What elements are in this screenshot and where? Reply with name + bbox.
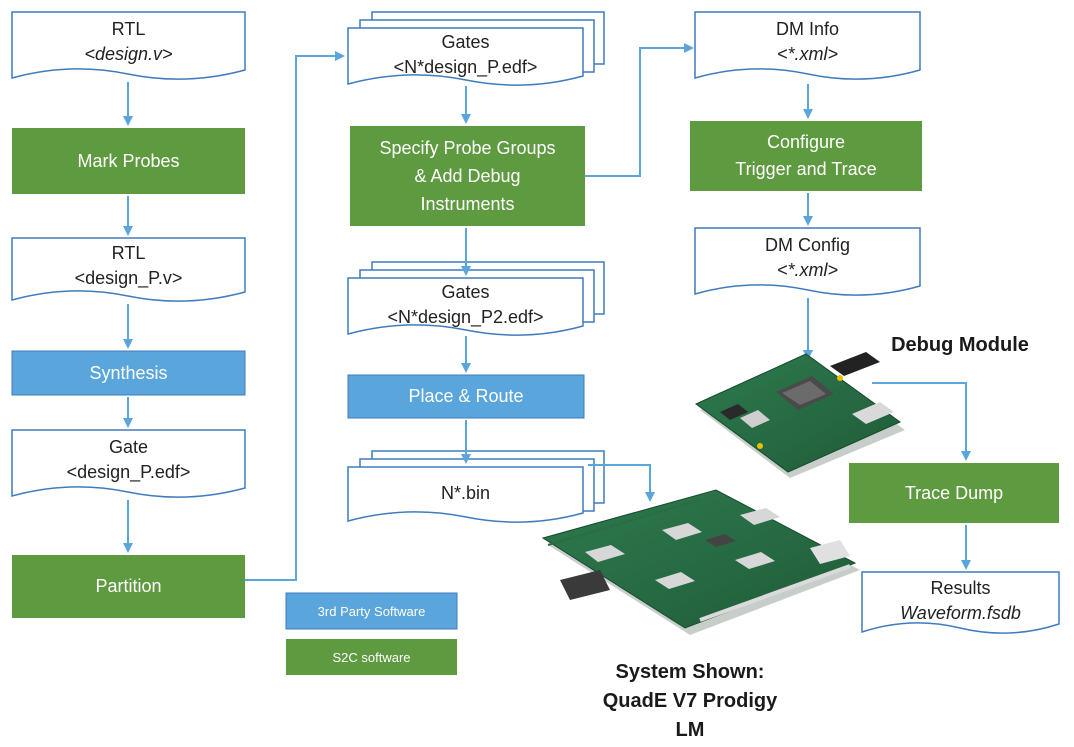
bin-doc-text: N*.bin — [440, 482, 491, 503]
right-arrows — [803, 84, 971, 570]
legend-third-party-label: 3rd Party Software — [286, 593, 457, 629]
synthesis-label: Synthesis — [12, 351, 245, 395]
partition-label: Partition — [12, 555, 245, 618]
configure-label: Configure Trigger and Trace — [690, 121, 922, 191]
dm-info-doc-line2: <*.xml> — [776, 44, 839, 64]
left-arrows — [123, 51, 345, 581]
dm-config-doc-line1: DM Config — [764, 235, 851, 255]
gates-p2-doc-label: Gates <N*design_P2.edf> — [348, 280, 583, 330]
dm-info-doc-label: DM Info <*.xml> — [695, 12, 920, 72]
specify-probe-line3: Instruments — [420, 194, 515, 214]
gates-p2-doc-stack — [347, 261, 605, 336]
mark-probes-box — [12, 128, 245, 194]
debug-module-title-text: Debug Module — [891, 333, 1029, 356]
gates-p2-doc-line1: Gates — [441, 282, 490, 302]
system-shown-caption: System Shown: QuadE V7 Prodigy LM — [560, 656, 820, 746]
trace-dump-text: Trace Dump — [904, 482, 1004, 503]
specify-probe-line1: Specify Probe Groups — [379, 138, 556, 158]
partition-text: Partition — [95, 576, 162, 596]
gate-doc-line2: <design_P.edf> — [66, 462, 191, 482]
dm-config-doc-shape — [694, 227, 921, 296]
debug-module-title: Debug Module — [860, 330, 1060, 360]
rtl-doc-line1: RTL — [111, 19, 146, 39]
legend-s2c-swatch — [286, 639, 457, 675]
rtl-p-doc-label: RTL <design_P.v> — [12, 238, 245, 294]
gates-doc-line2: <N*design_P.edf> — [393, 57, 538, 77]
rtl-doc-line2: <design.v> — [84, 44, 173, 64]
gates-p2-doc-line2: <N*design_P2.edf> — [387, 307, 544, 327]
bin-doc-stack — [347, 450, 605, 523]
debug-module-board-image — [695, 352, 905, 478]
partition-box — [12, 555, 245, 618]
gates-doc-label: Gates <N*design_P.edf> — [348, 30, 583, 80]
configure-line2: Trigger and Trace — [735, 159, 877, 179]
synthesis-box — [11, 350, 246, 396]
dm-info-doc-line1: DM Info — [775, 19, 840, 39]
bin-doc-label: N*.bin — [348, 469, 583, 517]
gates-doc-line1: Gates — [441, 32, 490, 52]
place-route-text: Place & Route — [408, 386, 524, 406]
rtl-doc-label: RTL <design.v> — [12, 12, 245, 72]
results-doc-label: Results Waveform.fsdb — [862, 574, 1059, 628]
dm-config-doc-line2: <*.xml> — [776, 260, 839, 280]
trace-dump-box — [849, 463, 1059, 523]
results-doc-line2: Waveform.fsdb — [900, 603, 1021, 623]
specify-probe-line2: & Add Debug — [414, 166, 521, 186]
gate-doc-shape — [11, 429, 246, 498]
gate-doc-label: Gate <design_P.edf> — [12, 430, 245, 490]
specify-probe-box — [350, 126, 585, 226]
legend-third-party-swatch — [285, 592, 458, 630]
place-route-label: Place & Route — [348, 375, 584, 418]
configure-line1: Configure — [766, 132, 846, 152]
gate-doc-line1: Gate — [108, 437, 149, 457]
dm-config-doc-label: DM Config <*.xml> — [695, 228, 920, 288]
dm-info-doc-shape — [694, 11, 921, 80]
gates-doc-stack — [347, 11, 605, 86]
mark-probes-text: Mark Probes — [77, 150, 180, 171]
legend-s2c-text: S2C software — [332, 649, 411, 665]
mark-probes-label: Mark Probes — [12, 128, 245, 194]
results-doc-shape — [861, 571, 1060, 634]
results-doc-line1: Results — [930, 578, 991, 598]
prodigy-system-board-image — [541, 489, 860, 635]
legend-third-party-text: 3rd Party Software — [317, 603, 426, 619]
configure-box — [690, 121, 922, 191]
legend-s2c-label: S2C software — [286, 639, 457, 675]
rtl-p-doc-shape — [11, 237, 246, 302]
system-shown-line2: QuadE V7 Prodigy — [602, 689, 778, 712]
specify-probe-label: Specify Probe Groups & Add Debug Instrum… — [350, 126, 585, 226]
trace-dump-label: Trace Dump — [849, 463, 1059, 523]
rtl-doc-shape — [11, 11, 246, 80]
system-shown-line3: LM — [675, 718, 705, 741]
synthesis-text: Synthesis — [89, 362, 168, 383]
middle-arrows — [461, 43, 694, 502]
place-route-box — [347, 374, 585, 419]
rtl-p-doc-line2: <design_P.v> — [74, 268, 183, 288]
system-shown-line1: System Shown: — [615, 660, 765, 683]
rtl-p-doc-line1: RTL — [111, 243, 146, 263]
